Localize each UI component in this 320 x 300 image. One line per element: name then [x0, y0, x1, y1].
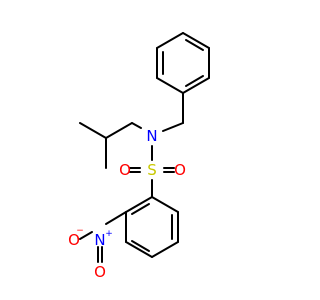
aromatic-inner-bond [131, 203, 150, 215]
bond [156, 77, 184, 94]
bond [125, 241, 153, 258]
bond [182, 32, 210, 49]
sulfonyl-oxygen-right-label: O [174, 161, 186, 179]
bond [156, 32, 184, 49]
bond [105, 211, 127, 225]
nitro-nitrogen-charge: + [105, 229, 113, 239]
bond [131, 122, 142, 129]
amine-nitrogen-label: N [146, 127, 157, 145]
nitro-oxygen-bottom-label: O [94, 263, 106, 281]
bond [162, 122, 184, 132]
bond [79, 122, 107, 139]
bond [151, 196, 179, 213]
sulfonyl-oxygen-left-label: O [119, 161, 131, 179]
bond [105, 122, 133, 139]
molecule-structure: N S O O N + O − O [68, 32, 210, 281]
bond [79, 231, 93, 240]
benzyl-ring [156, 32, 210, 94]
sulfur-label: S [147, 161, 157, 179]
nitro-nitrogen-label: N [94, 231, 105, 249]
nitrophenyl-ring [125, 196, 179, 258]
bond [182, 77, 210, 94]
bond [151, 241, 179, 258]
aromatic-inner-bond [185, 75, 204, 87]
nitro-oxygen-left-label: O [68, 231, 80, 249]
aromatic-inner-bond [185, 39, 204, 51]
bond [125, 196, 153, 213]
molecule-canvas: N S O O N + O − O [68, 32, 210, 281]
aromatic-inner-bond [131, 240, 150, 252]
nitro-oxygen-left-charge: − [76, 226, 84, 236]
